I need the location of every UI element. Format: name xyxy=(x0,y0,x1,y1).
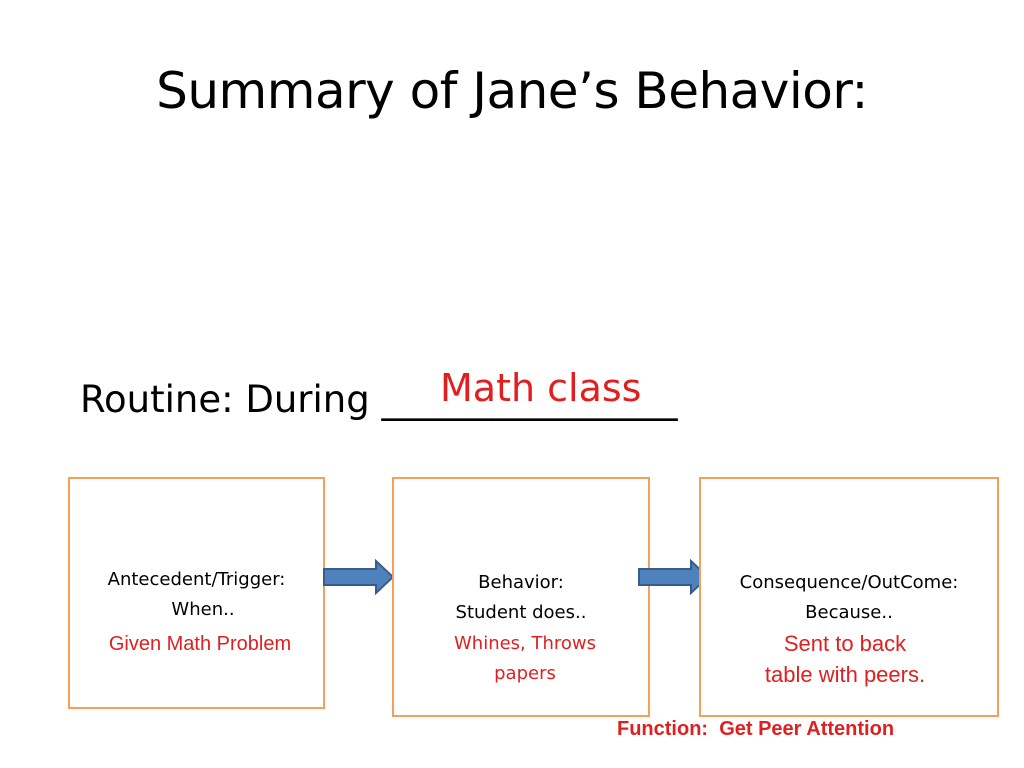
behavior-answer-line-1: Whines, Throws xyxy=(453,633,597,654)
routine-value: Math class xyxy=(440,366,642,410)
consequence-subheading: Because.. xyxy=(805,602,893,623)
consequence-answer-line-2: table with peers. xyxy=(764,662,926,687)
slide-title: Summary of Jane’s Behavior: xyxy=(156,62,868,120)
behavior-subheading: Student does.. xyxy=(455,602,587,623)
antecedent-box xyxy=(68,477,325,709)
behavior-heading: Behavior: xyxy=(478,572,564,593)
antecedent-heading: Antecedent/Trigger: xyxy=(107,569,286,590)
behavior-box xyxy=(392,477,650,717)
consequence-box xyxy=(699,477,999,717)
antecedent-subheading: When.. xyxy=(171,599,235,620)
consequence-heading: Consequence/OutCome: xyxy=(739,572,959,593)
arrow-right-icon-1 xyxy=(323,559,395,595)
routine-label: Routine: During ________________ xyxy=(80,378,678,421)
function-summary: Function: Get Peer Attention xyxy=(617,718,895,740)
behavior-answer-line-2: papers xyxy=(494,663,556,684)
consequence-answer-line-1: Sent to back xyxy=(783,631,907,656)
antecedent-answer: Given Math Problem xyxy=(108,633,292,655)
